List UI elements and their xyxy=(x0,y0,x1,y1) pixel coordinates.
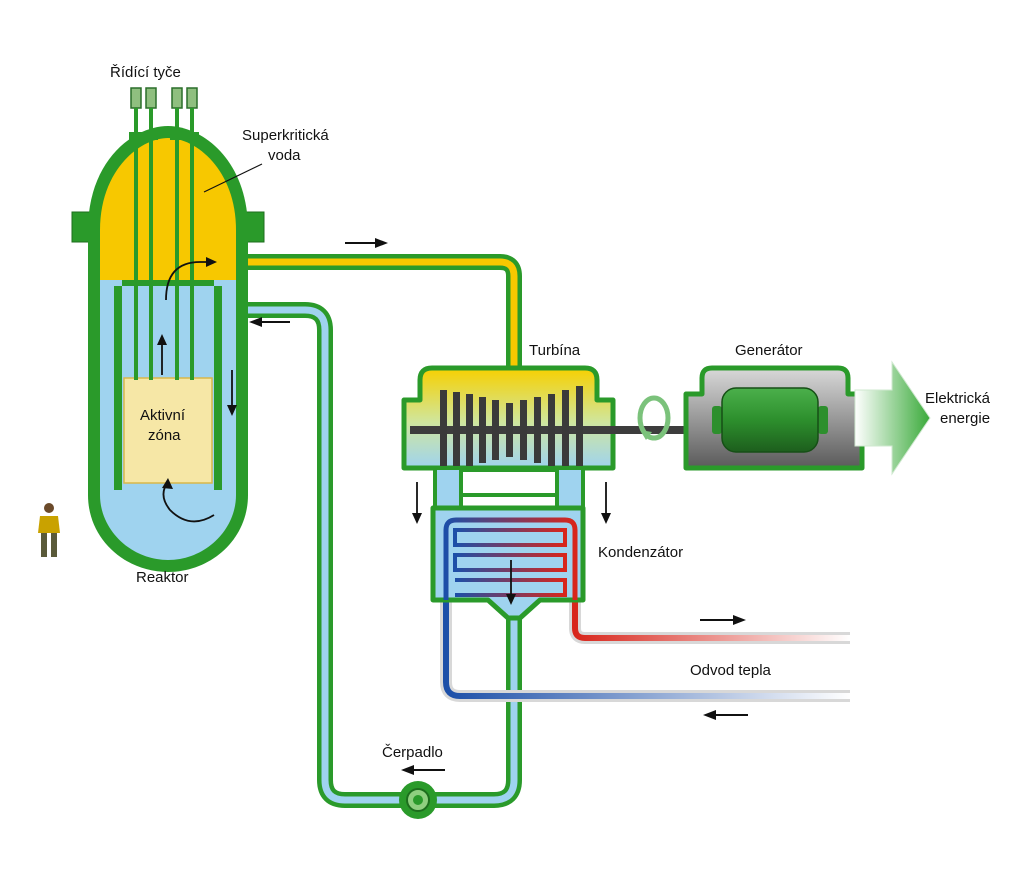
pump xyxy=(399,781,437,819)
turbine xyxy=(401,365,690,510)
label-pump: Čerpadlo xyxy=(382,744,443,761)
reactor xyxy=(71,87,265,572)
condenser xyxy=(430,505,586,621)
label-supercritical-water-1: Superkritická xyxy=(242,127,329,144)
label-reactor: Reaktor xyxy=(136,569,189,586)
label-condenser: Kondenzátor xyxy=(598,544,683,561)
label-supercritical-water-2: voda xyxy=(268,147,301,164)
label-electric-energy-1: Elektrická xyxy=(925,390,991,407)
label-turbine: Turbína xyxy=(529,342,581,359)
label-heat-removal: Odvod tepla xyxy=(690,662,772,679)
label-generator: Generátor xyxy=(735,342,803,359)
person-icon xyxy=(38,503,60,557)
flow-arrows xyxy=(249,238,748,775)
generator xyxy=(683,365,865,471)
label-active-zone-2: zóna xyxy=(148,427,181,444)
label-electric-energy-2: energie xyxy=(940,410,990,427)
label-active-zone-1: Aktivní xyxy=(140,407,186,424)
electric-energy-arrow xyxy=(854,360,931,476)
label-control-rods: Řídící tyče xyxy=(110,64,181,81)
rotation-icon xyxy=(637,395,671,441)
control-rods xyxy=(129,87,199,380)
